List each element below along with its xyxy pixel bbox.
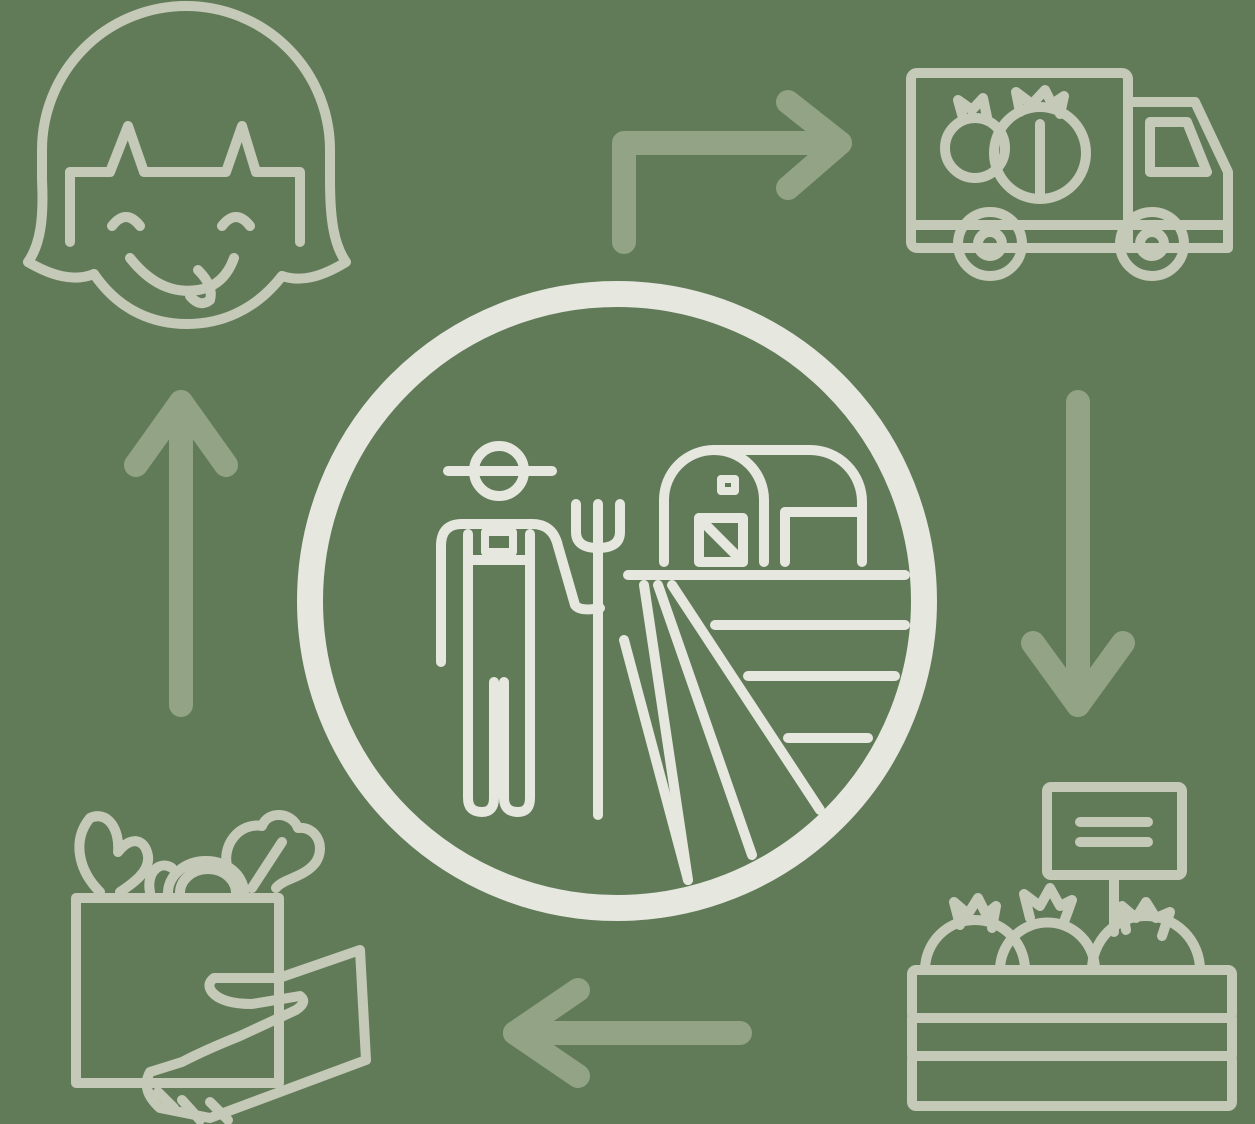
farm-to-table-diagram — [0, 0, 1255, 1124]
diagram-canvas — [0, 0, 1255, 1124]
